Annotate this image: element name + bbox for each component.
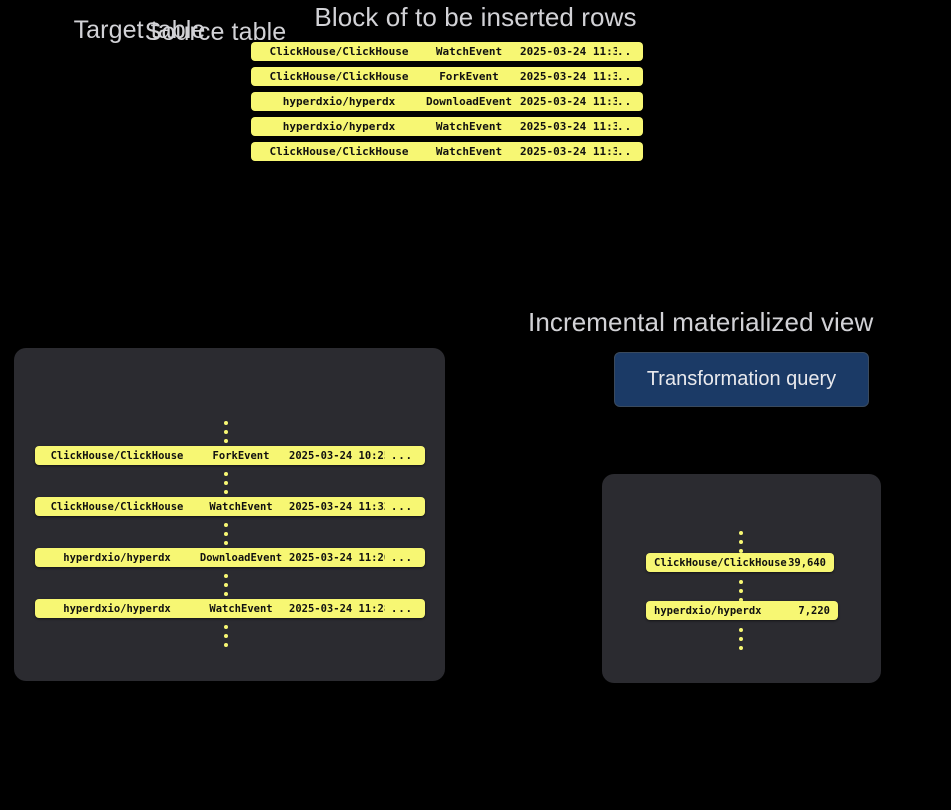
row-event: DownloadEvent <box>199 551 283 564</box>
row-repo: hyperdxio/hyperdx <box>63 551 171 564</box>
vertical-ellipsis-icon <box>739 528 743 555</box>
row-more: ... <box>617 70 634 83</box>
row-event: DownloadEvent <box>425 95 513 108</box>
vertical-ellipsis-icon <box>224 469 228 496</box>
row-timestamp: 2025-03-24 11:35:48 <box>520 95 617 108</box>
source-table-row: hyperdxio/hyperdx WatchEvent 2025-03-24 … <box>35 599 425 618</box>
row-value: 7,220 <box>798 604 830 617</box>
row-more: ... <box>391 500 413 513</box>
row-timestamp: 2025-03-24 11:32:54 <box>289 500 385 513</box>
block-row: ClickHouse/ClickHouse WatchEvent 2025-03… <box>251 42 643 61</box>
row-event: WatchEvent <box>435 145 503 158</box>
row-more: ... <box>617 45 634 58</box>
target-table-row: hyperdxio/hyperdx 7,220 <box>646 601 838 620</box>
row-event: WatchEvent <box>435 120 503 133</box>
row-timestamp: 2025-03-24 11:35:54 <box>520 145 617 158</box>
row-repo: ClickHouse/ClickHouse <box>269 145 409 158</box>
row-value: 39,640 <box>788 556 826 569</box>
vertical-ellipsis-icon <box>224 418 228 445</box>
block-row: ClickHouse/ClickHouse WatchEvent 2025-03… <box>251 142 643 161</box>
row-repo: hyperdxio/hyperdx <box>282 120 396 133</box>
row-timestamp: 2025-03-24 11:28:32 <box>289 602 385 615</box>
vertical-ellipsis-icon <box>224 520 228 547</box>
row-more: ... <box>391 449 413 462</box>
vertical-ellipsis-icon <box>224 571 228 598</box>
vertical-ellipsis-icon <box>739 577 743 604</box>
vertical-ellipsis-icon <box>224 622 228 649</box>
row-more: ... <box>391 602 413 615</box>
transformation-query-box[interactable]: Transformation query <box>614 352 869 407</box>
row-event: WatchEvent <box>209 500 273 513</box>
row-repo: ClickHouse/ClickHouse <box>654 556 787 569</box>
row-repo: ClickHouse/ClickHouse <box>50 500 184 513</box>
block-row: hyperdxio/hyperdx WatchEvent 2025-03-24 … <box>251 117 643 136</box>
vertical-ellipsis-icon <box>739 625 743 652</box>
transformation-query-label: Transformation query <box>646 368 837 390</box>
source-table-title: Source table <box>144 18 287 46</box>
row-repo: ClickHouse/ClickHouse <box>50 449 184 462</box>
row-more: ... <box>391 551 413 564</box>
block-title: Block of to be inserted rows <box>314 2 637 32</box>
row-repo: ClickHouse/ClickHouse <box>269 70 409 83</box>
row-timestamp: 2025-03-24 11:35:52 <box>520 120 617 133</box>
row-repo: hyperdxio/hyperdx <box>654 604 762 617</box>
row-repo: hyperdxio/hyperdx <box>282 95 396 108</box>
source-table-row: ClickHouse/ClickHouse ForkEvent 2025-03-… <box>35 446 425 465</box>
row-more: ... <box>617 95 634 108</box>
target-table-title: Target table <box>73 16 206 44</box>
row-timestamp: 2025-03-24 10:25:00 <box>289 449 385 462</box>
block-row: ClickHouse/ClickHouse ForkEvent 2025-03-… <box>251 67 643 86</box>
target-table-row: ClickHouse/ClickHouse 39,640 <box>646 553 834 572</box>
row-timestamp: 2025-03-24 11:35:40 <box>520 45 617 58</box>
row-repo: ClickHouse/ClickHouse <box>269 45 409 58</box>
materialized-view-title: Incremental materialized view <box>528 307 874 337</box>
row-event: ForkEvent <box>212 449 270 462</box>
row-timestamp: 2025-03-24 11:35:44 <box>520 70 617 83</box>
block-row: hyperdxio/hyperdx DownloadEvent 2025-03-… <box>251 92 643 111</box>
row-event: ForkEvent <box>439 70 499 83</box>
row-more: ... <box>617 145 634 158</box>
source-table-row: ClickHouse/ClickHouse WatchEvent 2025-03… <box>35 497 425 516</box>
row-more: ... <box>617 120 634 133</box>
row-event: WatchEvent <box>209 602 273 615</box>
source-table-row: hyperdxio/hyperdx DownloadEvent 2025-03-… <box>35 548 425 567</box>
row-event: WatchEvent <box>435 45 503 58</box>
row-repo: hyperdxio/hyperdx <box>63 602 171 615</box>
row-timestamp: 2025-03-24 11:20:12 <box>289 551 385 564</box>
